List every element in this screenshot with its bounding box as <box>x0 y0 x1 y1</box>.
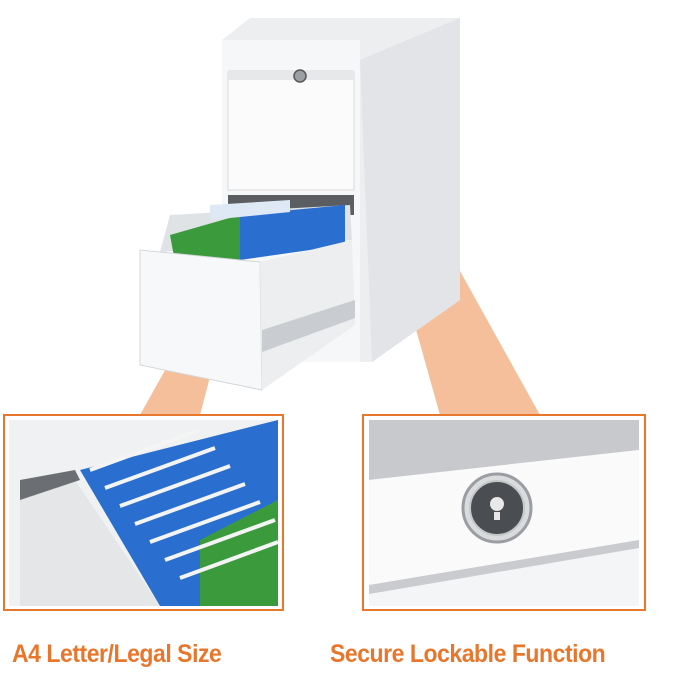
caption-paper-size: A4 Letter/Legal Size <box>12 640 222 668</box>
lock-icon <box>461 472 533 544</box>
caption-lock-feature: Secure Lockable Function <box>330 640 606 668</box>
folders-detail-image <box>3 414 284 611</box>
lock-detail-image <box>362 414 646 611</box>
filing-cabinet <box>139 18 460 391</box>
top-lock-icon <box>293 69 307 83</box>
hanging-folders <box>170 200 345 262</box>
